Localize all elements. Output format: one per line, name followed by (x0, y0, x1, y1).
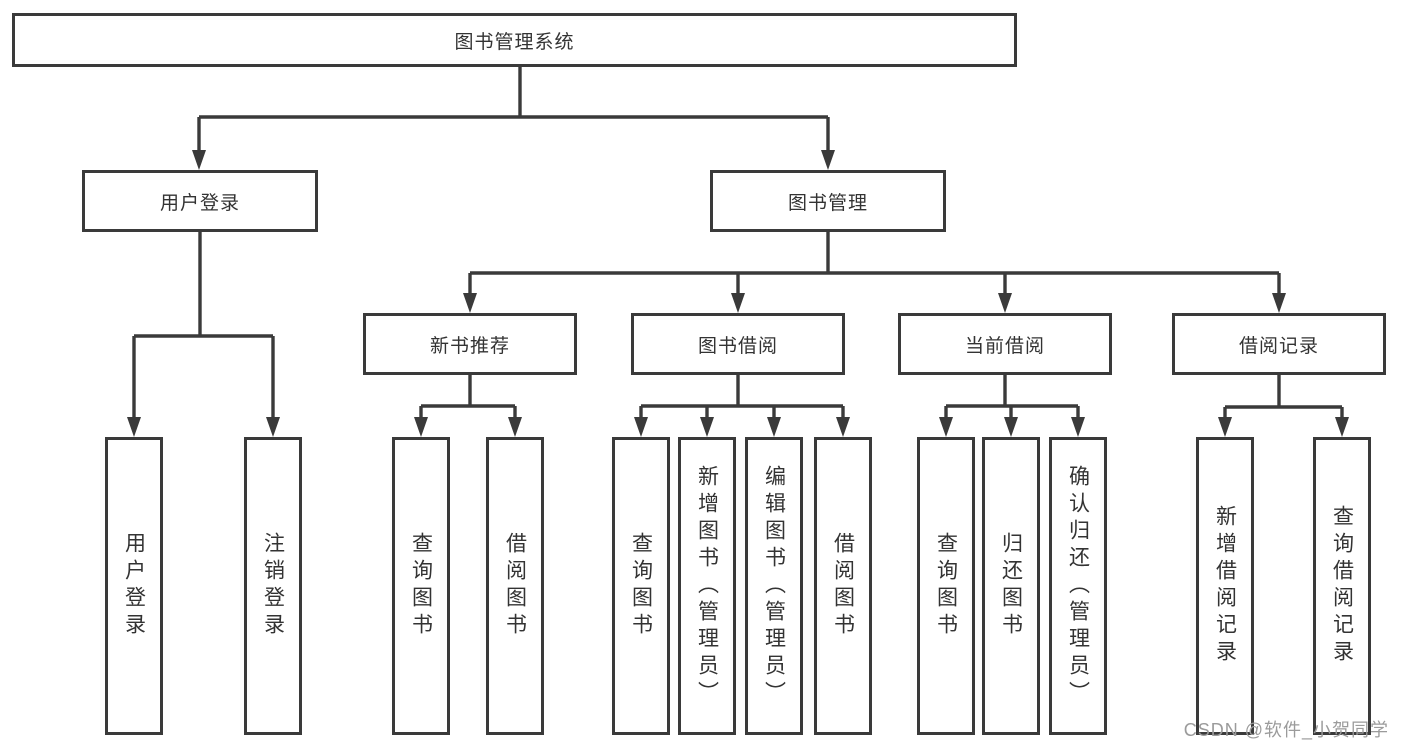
node-label: 借阅图书 (831, 532, 855, 640)
leaf-edit-book-admin: 编辑图书（管理员） (745, 437, 803, 735)
node-book-borrow: 图书借阅 (631, 313, 845, 375)
node-label: 归还图书 (999, 532, 1023, 640)
node-label: 确认归还（管理员） (1066, 464, 1090, 708)
node-borrow-records: 借阅记录 (1172, 313, 1386, 375)
csdn-watermark: CSDN @软件_小贺同学 (1183, 720, 1389, 740)
node-label: 新增借阅记录 (1213, 505, 1237, 667)
node-label: 查询图书 (629, 532, 653, 640)
node-label: 当前借阅 (964, 335, 1045, 357)
node-label: 用户登录 (159, 192, 240, 214)
leaf-return-books: 归还图书 (982, 437, 1040, 735)
node-label: 注销登录 (261, 532, 285, 640)
leaf-query-books: 查询图书 (392, 437, 450, 735)
node-label: 查询图书 (409, 532, 433, 640)
leaf-logout: 注销登录 (244, 437, 302, 735)
node-current-borrow: 当前借阅 (898, 313, 1112, 375)
node-label: 借阅记录 (1238, 335, 1319, 357)
leaf-borrow-books: 借阅图书 (814, 437, 872, 735)
node-label: 借阅图书 (503, 532, 527, 640)
leaf-user-login: 用户登录 (105, 437, 163, 735)
leaf-confirm-return-admin: 确认归还（管理员） (1049, 437, 1107, 735)
node-label: 图书管理系统 (454, 31, 575, 53)
node-label: 新书推荐 (429, 335, 510, 357)
node-user-login: 用户登录 (82, 170, 318, 232)
node-label: 图书借阅 (697, 335, 778, 357)
node-book-management: 图书管理 (710, 170, 946, 232)
leaf-add-borrow-record: 新增借阅记录 (1196, 437, 1254, 735)
node-label: 新增图书（管理员） (695, 464, 719, 708)
node-new-book-recommend: 新书推荐 (363, 313, 577, 375)
node-label: 查询图书 (934, 532, 958, 640)
leaf-query-books: 查询图书 (917, 437, 975, 735)
node-label: 用户登录 (122, 532, 146, 640)
node-label: 查询借阅记录 (1330, 505, 1354, 667)
node-library-system: 图书管理系统 (12, 13, 1017, 67)
leaf-query-books: 查询图书 (612, 437, 670, 735)
leaf-add-book-admin: 新增图书（管理员） (678, 437, 736, 735)
node-label: 编辑图书（管理员） (762, 464, 786, 708)
leaf-borrow-books: 借阅图书 (486, 437, 544, 735)
node-label: 图书管理 (787, 192, 868, 214)
leaf-query-borrow-record: 查询借阅记录 (1313, 437, 1371, 735)
